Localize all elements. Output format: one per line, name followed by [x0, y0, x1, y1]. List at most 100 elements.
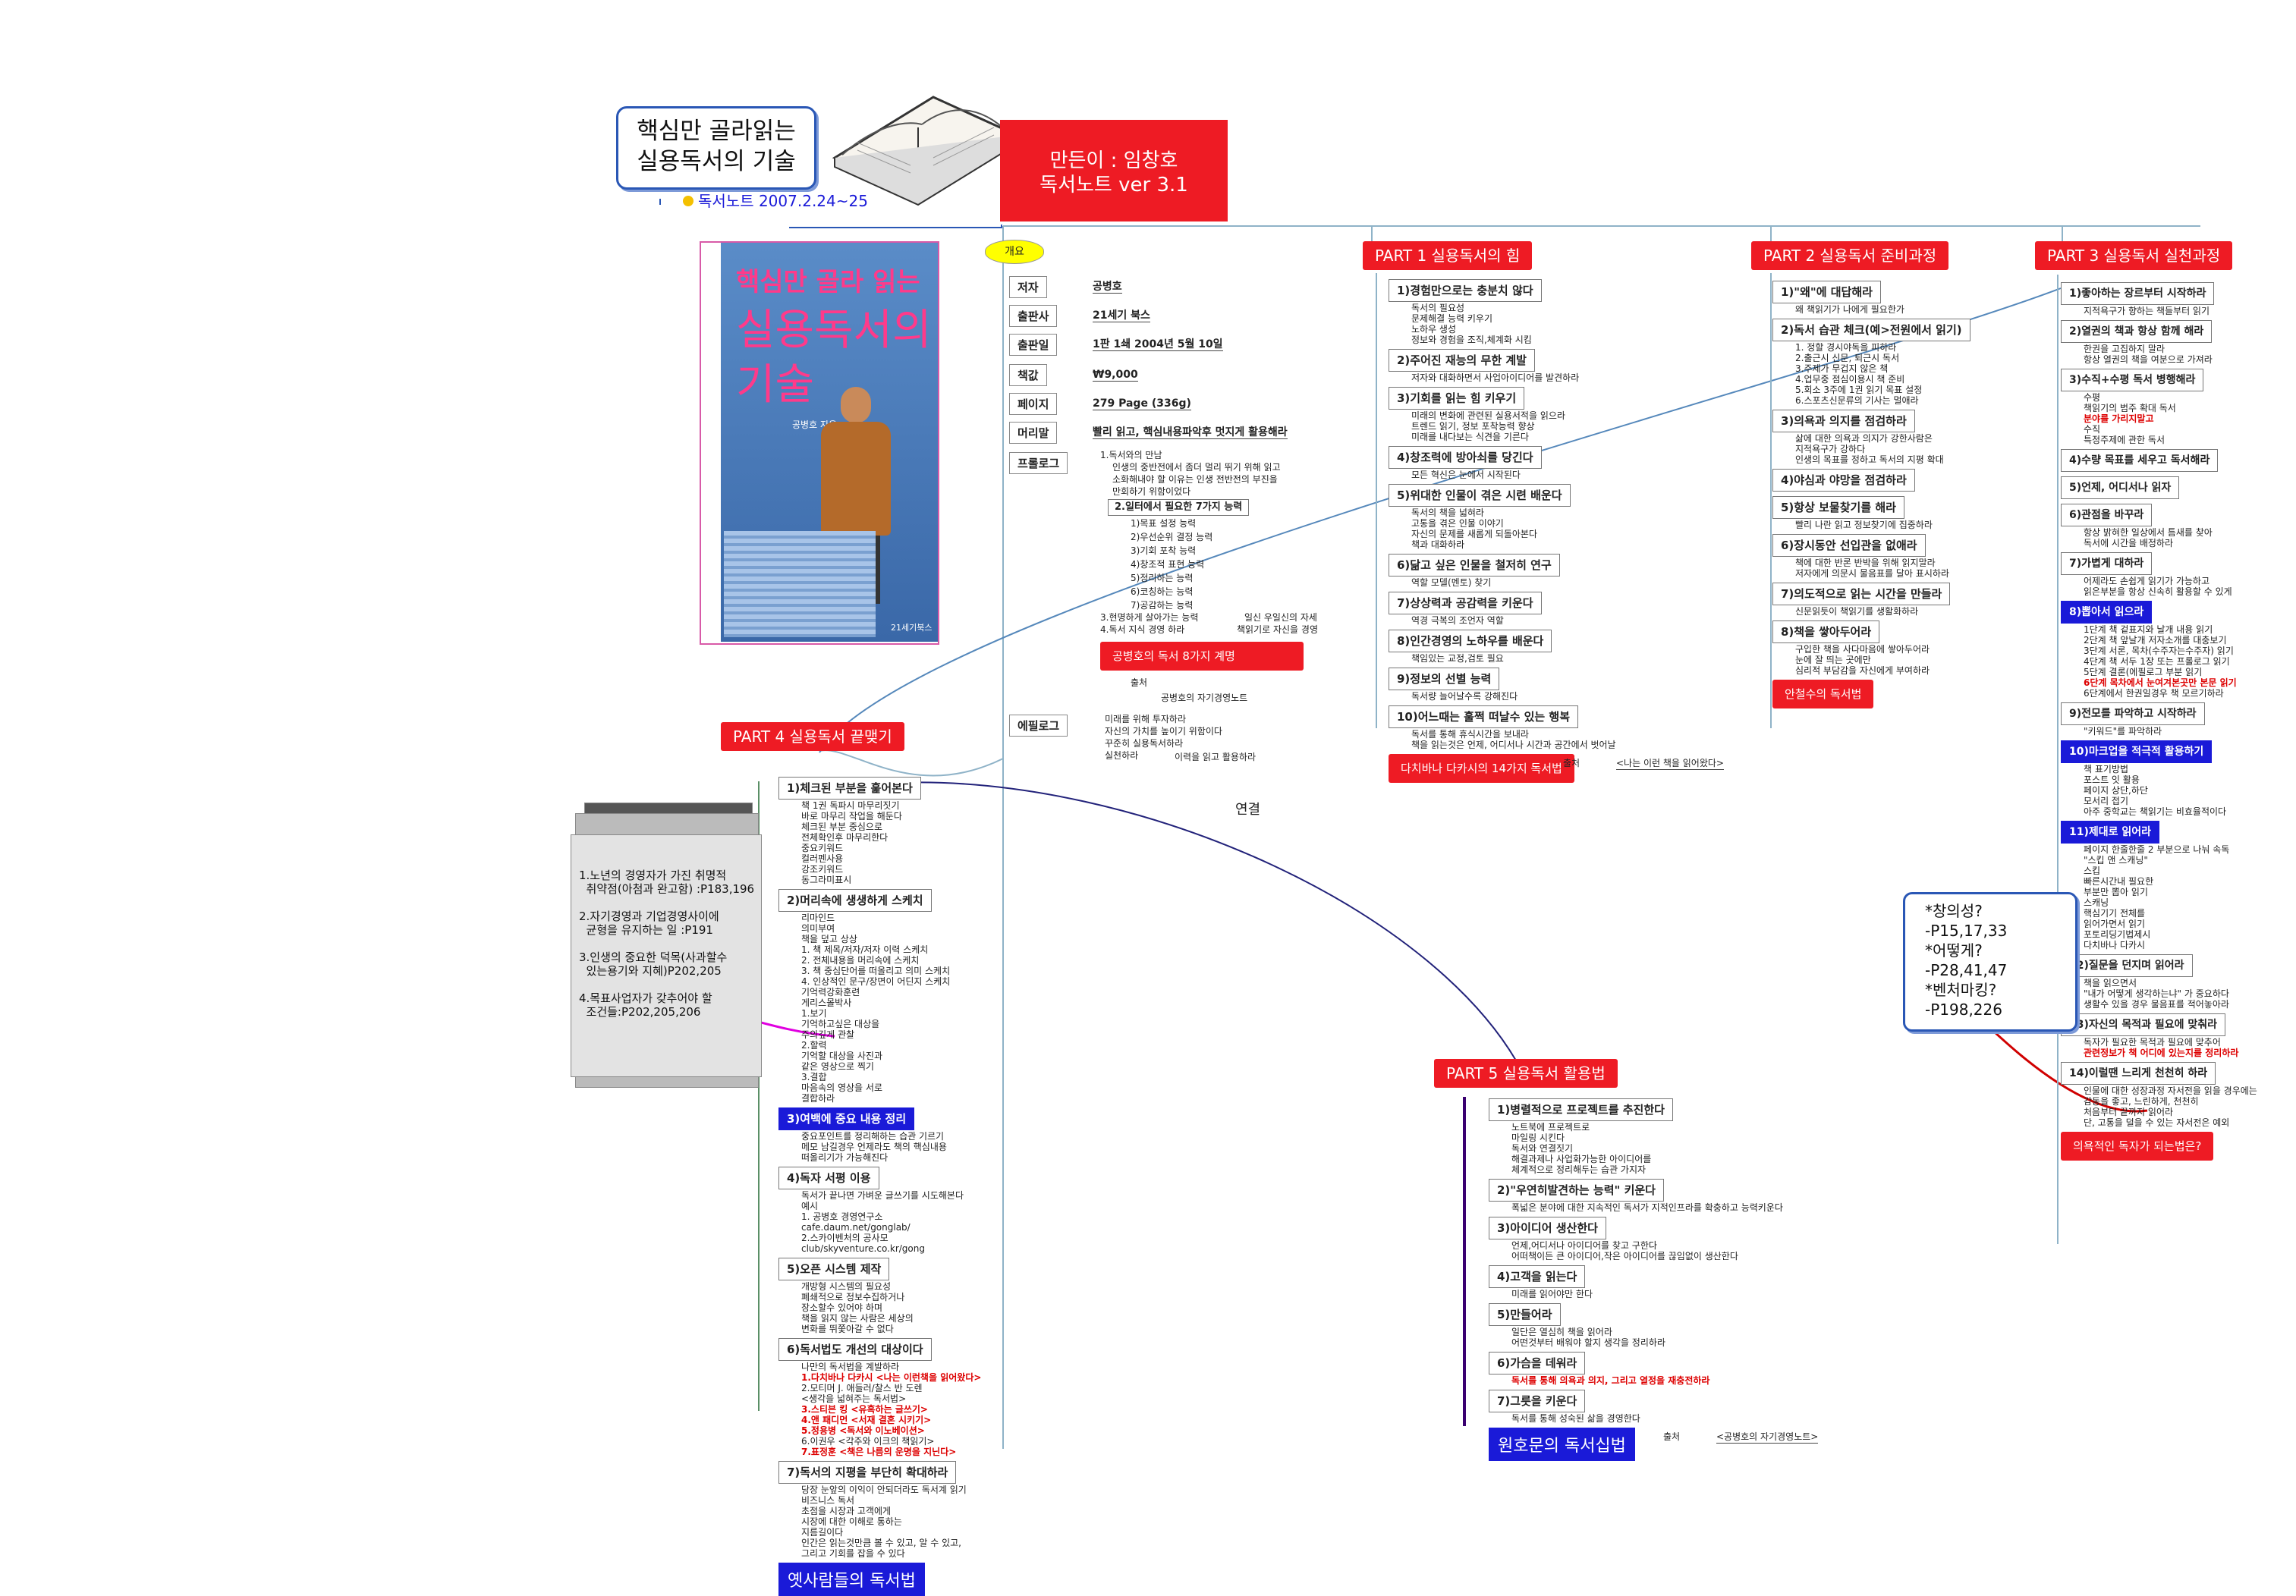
part1-item-2: 3)기회를 읽는 힘 키우기 [1389, 387, 1525, 410]
part4-sub-1-13: 기억할 대상을 사진과 [801, 1051, 882, 1061]
part3-item-0: 1)좋아하는 장르부터 시작하라 [2061, 282, 2215, 305]
part4-sub-5-4: 3.스티븐 킹 <유혹하는 글쓰기> [801, 1404, 928, 1415]
part1-item-9: 10)어느때는 훌쩍 떠날수 있는 행복 [1389, 705, 1579, 728]
part3-sub-10-9: 다치바나 다카시 [2084, 940, 2146, 950]
part3-sub-13-0: 인물에 대한 성장과정 자서전을 읽을 경우에는 [2084, 1085, 2257, 1096]
part4-sub-1-1: 의미부여 [801, 923, 835, 934]
part5-item-6: 7)그릇을 키운다 [1489, 1390, 1586, 1412]
part1-item-0: 1)경험만으로는 충분치 않다 [1389, 279, 1542, 302]
part3-item-13: 14)이럴땐 느리게 천천히 하라 [2061, 1062, 2216, 1085]
part3-sub-8-0: "키워드"를 파악하라 [2084, 726, 2162, 737]
part1-sub-2-2: 미래를 내다보는 식견을 기른다 [1411, 432, 1529, 442]
epilogue-line-4: 이력을 읽고 활용하라 [1175, 752, 1256, 762]
part1-tail: 다치바나 다카시의 14가지 독서법 [1389, 754, 1574, 783]
part3-title: PART 3 실용독서 실천과정 [2035, 241, 2233, 270]
habit-4: 5)정리하는 능력 [1131, 573, 1194, 583]
open-book-icon [832, 96, 1020, 206]
part4-sub-1-14: 같은 영상으로 찍기 [801, 1061, 874, 1072]
part5-title: PART 5 실용독서 활용법 [1434, 1059, 1618, 1088]
part4-sub-0-6: 강조키워드 [801, 864, 844, 875]
part1-sub-8-0: 독서량 늘어날수록 강해진다 [1411, 691, 1518, 702]
part4-sub-6-6: 그리고 기회를 잡을 수 있다 [801, 1548, 905, 1559]
habit-5: 6)코칭하는 능력 [1131, 586, 1194, 597]
part4-sub-1-5: 3. 책 중심단어를 떠올리고 의미 스케치 [801, 966, 951, 976]
part5-sub-0-3: 해결과제나 사업화가능한 아이디어를 [1511, 1154, 1652, 1164]
reading-note: 독서노트 2007.2.24~25 [683, 193, 868, 209]
part4-sub-4-4: 변화를 뛰쫓아갈 수 없다 [801, 1324, 894, 1334]
part2-sub-1-1: 2.출근시 신문, 퇴근시 독서 [1795, 353, 1900, 363]
eight-rules-box: 공병호의 독서 8가지 계명 [1100, 642, 1304, 671]
part4-sub-0-5: 컬러펜사용 [801, 853, 844, 864]
part2-sub-1-0: 1. 정할 경시야독을 피하라 [1795, 342, 1897, 353]
part3-sub-10-6: 핵심기기 전체를 [2084, 908, 2146, 919]
part3-sub-7-2: 3단계 서론, 목차(수주자는수주자) 읽기 [2084, 646, 2234, 656]
part3-item-1: 2)열권의 책과 항상 함께 해라 [2061, 320, 2213, 343]
curve-part4 [819, 749, 1004, 777]
part2-item-2: 3)의욕과 의지를 점검하라 [1772, 410, 1915, 432]
habit-extra-3: 책읽기로 자신을 경영 [1237, 624, 1318, 635]
part3-sub-1-1: 항상 열권의 책을 여분으로 가져라 [2084, 354, 2213, 365]
part4-sub-2-2: 떠올리기가 가능해진다 [801, 1152, 889, 1163]
smiley-icon [683, 196, 694, 206]
part4-sub-1-17: 결합하라 [801, 1093, 835, 1104]
part2-sub-5-1: 저자에게 의문시 물음표를 달아 표시하라 [1795, 568, 1949, 579]
part3-item-9: 10)마크업을 적극적 활용하기 [2061, 740, 2213, 763]
part3-sub-10-3: 빠른시간내 필요한 [2084, 876, 2154, 887]
part4-item-1: 2)머리속에 생생하게 스케치 [778, 889, 932, 912]
part1-sub-5-0: 역할 모델(멘토) 찾기 [1411, 577, 1492, 588]
overview-key-2: 출판일 [1009, 334, 1058, 356]
part4-sub-0-0: 책 1권 독파시 마무리짓기 [801, 800, 900, 811]
part2-item-3: 4)야심과 야망을 점검하라 [1772, 469, 1915, 492]
part4-sub-2-1: 메모 남길경우 언제라도 책의 핵심내용 [801, 1142, 947, 1152]
part5-item-3: 4)고객을 읽는다 [1489, 1265, 1586, 1288]
part2-sub-1-4: 5.회소 3주에 1권 읽기 목표 설정 [1795, 385, 1923, 395]
part5-tail-src: 출처 [1663, 1431, 1681, 1442]
part3-tail: 의욕적인 독자가 되는법은? [2061, 1132, 2214, 1161]
part3-sub-2-1: 책읽기의 범주 확대 독서 [2084, 403, 2176, 413]
part3-sub-13-1: 감동을 좋고, 느린하게, 천천히 [2084, 1096, 2199, 1107]
part1-sub-4-1: 고통을 겪은 인물 이야기 [1411, 518, 1504, 529]
part4-sub-5-6: 5.정용병 <독서와 이노베이션> [801, 1425, 925, 1436]
overview-key-1: 출판사 [1009, 305, 1058, 327]
habit-1: 2)우선순위 결정 능력 [1131, 532, 1213, 542]
part1-sub-4-3: 책과 대화하라 [1411, 539, 1465, 550]
page-reference-note: *창의성?-P15,17,33*어떻게?-P28,41,47*벤처마킹?-P19… [1903, 892, 2077, 1032]
part5-sub-2-1: 어떠책이든 큰 아이디어,작은 아이디어를 끊임없이 생산한다 [1511, 1251, 1738, 1261]
part5-item-1: 2)"우연히발견하는 능력" 키운다 [1489, 1179, 1664, 1202]
part1-item-7: 8)인간경영의 노하우를 배운다 [1389, 630, 1552, 652]
trunk-line [789, 225, 1002, 228]
overview-key-6: 프롤로그 [1009, 452, 1068, 474]
part4-sub-0-7: 동그라미표시 [801, 875, 852, 885]
overview-oval: 개요 [985, 240, 1044, 264]
part3-sub-10-8: 포토리딩기법제시 [2084, 929, 2151, 940]
title-line2: 실용독서의 기술 [637, 148, 796, 175]
part3-sub-5-0: 항상 밝혀한 일상에서 틈새를 찾아 [2084, 527, 2213, 538]
habits-title: 2.일터에서 필요한 7가지 능력 [1108, 499, 1250, 516]
part3-sub-6-1: 읽은부분을 항상 신속히 활용할 수 있게 [2084, 586, 2232, 597]
part4-sub-5-5: 4.앤 패디먼 <서재 결혼 시키기> [801, 1415, 932, 1425]
cover-title-b: 실용독서의 [736, 306, 932, 355]
cover-publisher: 21세기북스 [891, 623, 933, 633]
part4-item-2: 3)여백에 중요 내용 정리 [778, 1107, 915, 1130]
part4-sub-5-3: <생각을 넓혀주는 독서법> [801, 1393, 907, 1404]
page-ref-line-0: *창의성? [1925, 902, 1983, 920]
part5-item-4: 5)만들어라 [1489, 1303, 1561, 1326]
part3-sub-7-5: 6단계 목차에서 눈여겨본곳만 본문 읽기 [2084, 677, 2237, 688]
part3-sub-2-2: 분야를 가리지말고 [2084, 413, 2154, 424]
part4-sub-1-0: 리마인드 [801, 913, 835, 923]
habit-2: 3)기회 포착 능력 [1131, 545, 1197, 556]
part1-item-5: 6)닮고 싶은 인물을 철저히 연구 [1389, 554, 1560, 577]
part3-sub-7-4: 5단계 결론(에필로그 부분 읽기 [2084, 667, 2203, 677]
part5-sub-0-0: 노트북에 프로젝트로 [1511, 1122, 1590, 1133]
prologue-line-3: 만회하기 위함이었다 [1112, 486, 1191, 497]
part4-item-3: 4)독자 서평 이용 [778, 1167, 879, 1189]
part3-sub-10-4: 부분만 뽑아 읽기 [2084, 887, 2148, 897]
source-label: 출처 [1131, 677, 1148, 688]
part4-sub-3-1: 예시 [801, 1201, 819, 1211]
part2-sub-1-5: 6.스포츠신문류의 기사는 멀애라 [1795, 395, 1919, 406]
part3-sub-9-1: 포스트 잇 활용 [2084, 774, 2140, 785]
part4-sub-1-10: 기억하고싶은 대상을 [801, 1019, 880, 1029]
part4-sub-5-1: 1.다치바나 다카시 <나는 이런책을 읽어왔다> [801, 1372, 982, 1383]
part5-sub-4-0: 일단은 열심히 책을 읽어라 [1511, 1327, 1612, 1337]
part3-item-5: 6)관점을 바꾸라 [2061, 504, 2153, 526]
